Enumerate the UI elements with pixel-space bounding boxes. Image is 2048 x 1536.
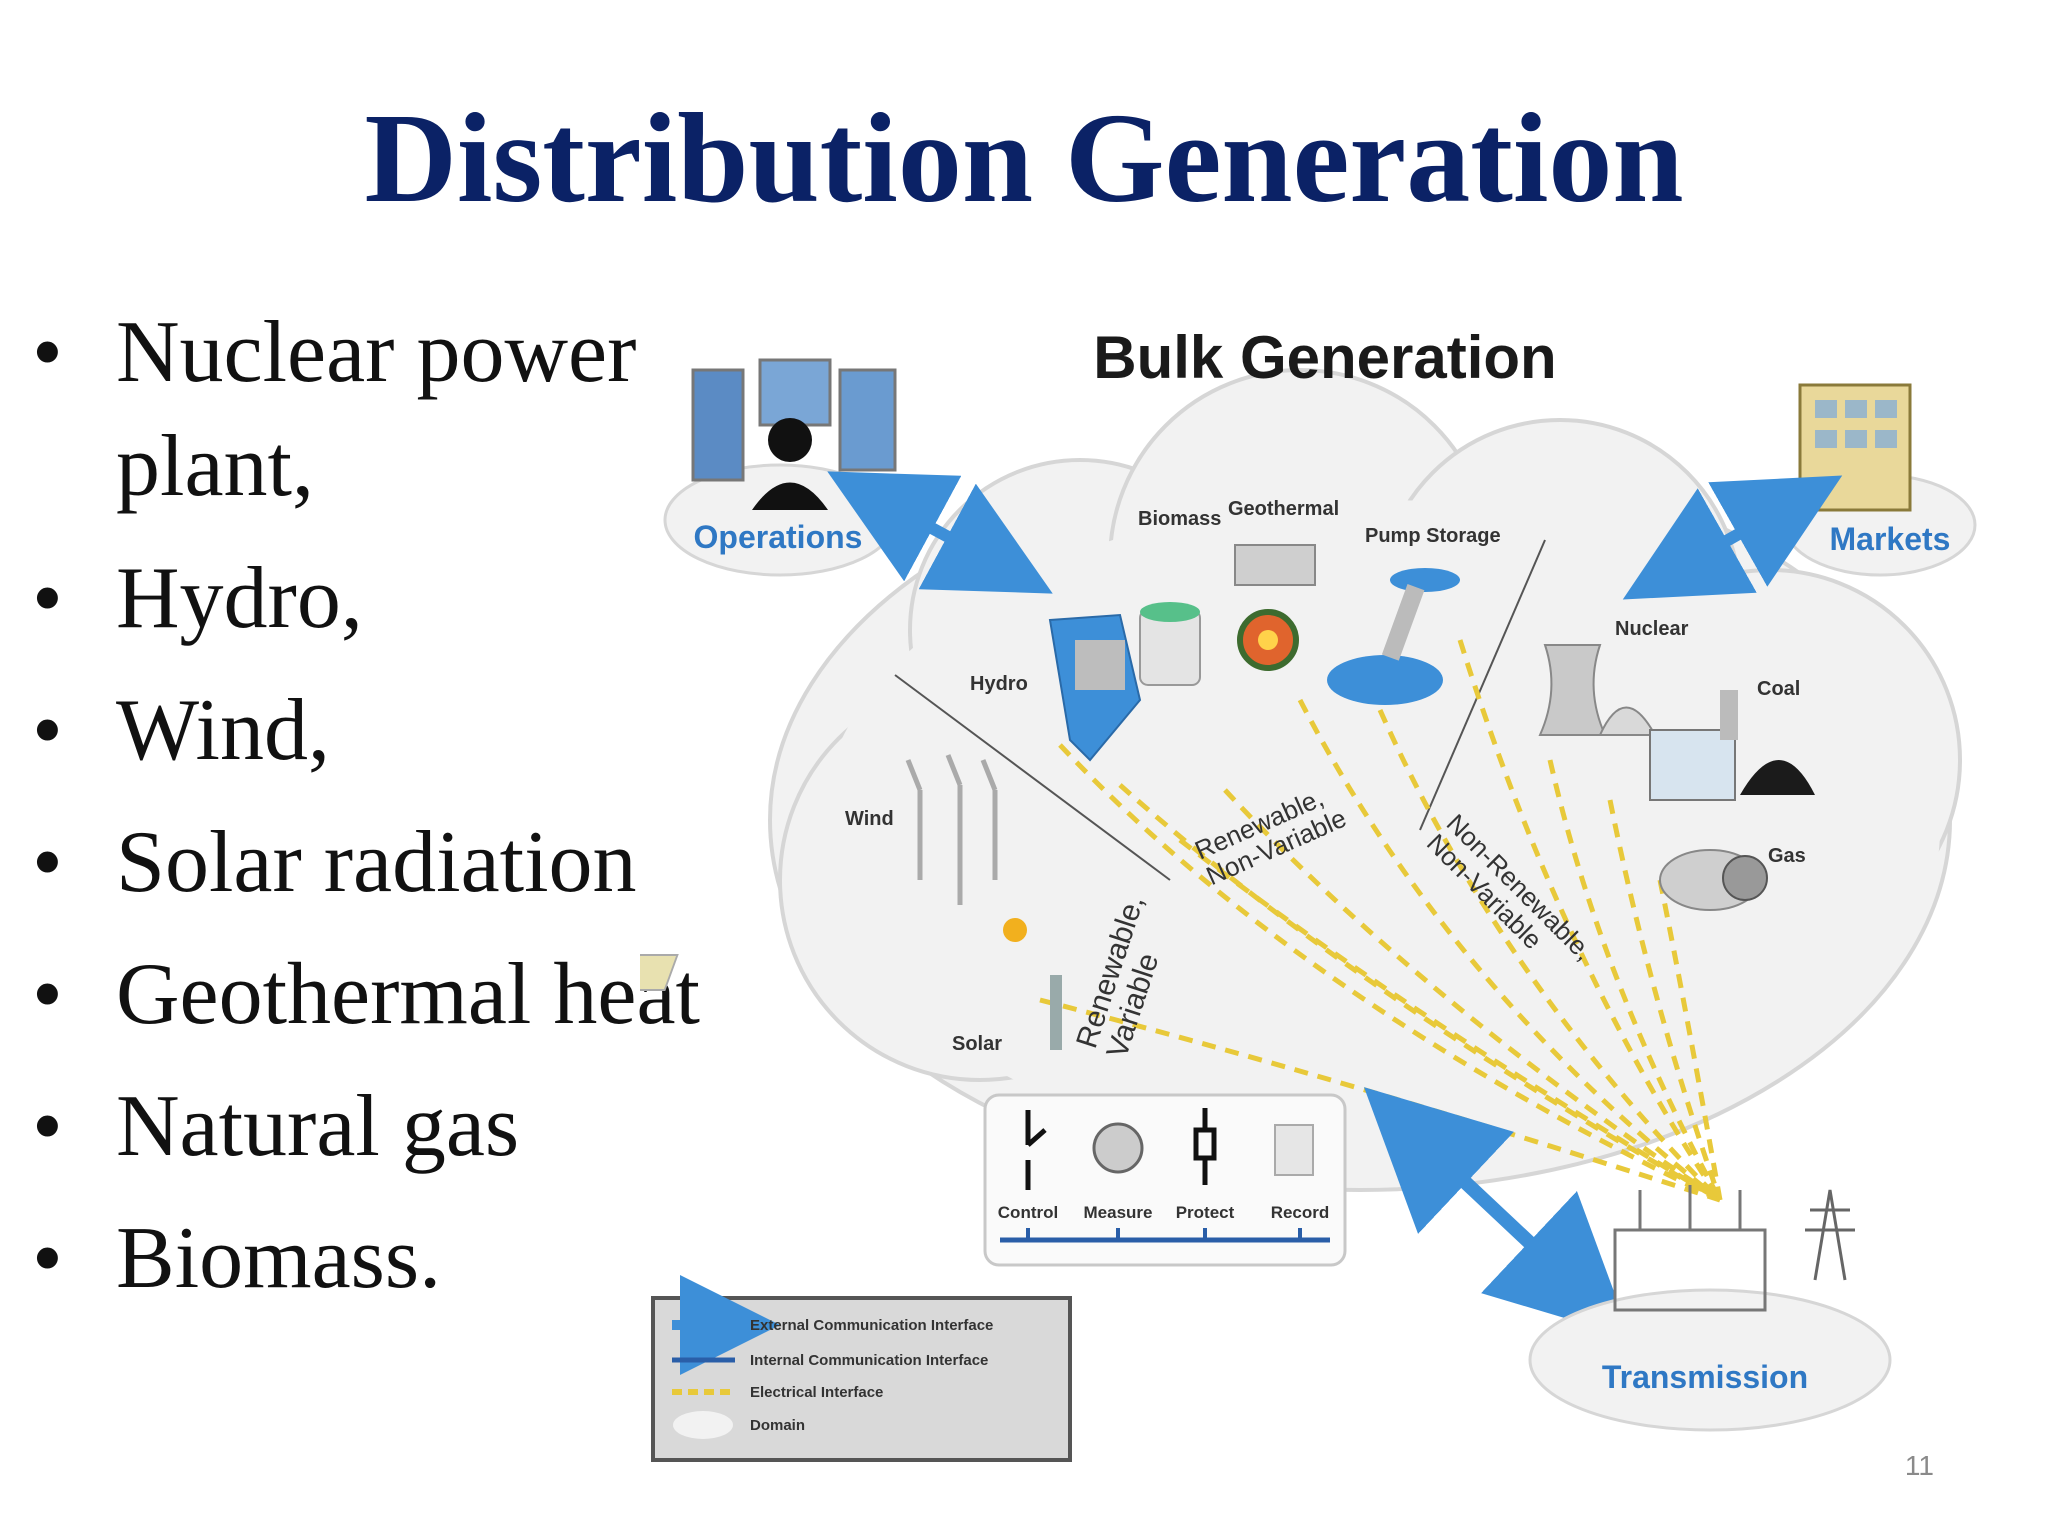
legend: External Communication Interface Interna…	[651, 1275, 1072, 1462]
bulk-generation-heading: Bulk Generation	[1093, 324, 1556, 391]
operations-label: Operations	[694, 519, 863, 555]
coal-pile-icon	[1740, 760, 1815, 795]
transmission-domain: Transmission	[1528, 1185, 1892, 1432]
monitor-icon	[691, 368, 745, 482]
wind-source: Wind	[845, 754, 998, 905]
pump-storage-source: Pump Storage	[1327, 525, 1501, 705]
legend-domain-swatch	[673, 1411, 733, 1439]
legend-internal-label: Internal Communication Interface	[750, 1352, 988, 1369]
sun-icon	[1003, 918, 1027, 942]
transmission-tower-icon	[1805, 1189, 1855, 1281]
protect-label: Protect	[1176, 1203, 1235, 1222]
bullet-item: Nuclear power plant,	[32, 296, 752, 524]
operator-icon	[768, 418, 812, 462]
record-icon	[1274, 1124, 1314, 1176]
measure-icon	[1092, 1122, 1144, 1174]
hydro-label: Hydro	[970, 673, 1028, 695]
coal-label: Coal	[1757, 678, 1800, 700]
bullet-item: Solar radiation	[32, 806, 752, 920]
bullet-item: Natural gas	[32, 1070, 752, 1184]
transmission-arrow	[1363, 1087, 1632, 1338]
biomass-label: Biomass	[1138, 508, 1221, 530]
reservoir-icon	[1327, 655, 1443, 705]
nuclear-source: Nuclear	[1538, 618, 1689, 736]
operations-domain: Operations	[663, 358, 897, 577]
control-label: Control	[998, 1203, 1058, 1222]
substation-icon	[1613, 1185, 1767, 1312]
gas-label: Gas	[1768, 845, 1806, 867]
wind-label: Wind	[845, 808, 894, 830]
bullet-item: Wind,	[32, 674, 752, 788]
slide-title: Distribution Generation	[364, 87, 1684, 229]
bullet-list: Nuclear power plant, Hydro, Wind, Solar …	[32, 296, 752, 1316]
coal-plant-icon	[1649, 729, 1736, 801]
gas-source: Gas	[1659, 845, 1806, 911]
solar-label: Solar	[952, 1033, 1002, 1055]
record-label: Record	[1271, 1203, 1330, 1222]
markets-label: Markets	[1830, 521, 1951, 557]
bullet-item: Biomass.	[32, 1202, 752, 1316]
function-box: Control Measure Protect Record	[983, 1093, 1347, 1267]
pump-storage-label: Pump Storage	[1365, 525, 1501, 547]
markets-domain: Markets	[1783, 383, 1977, 577]
biomass-source: Biomass	[1138, 508, 1221, 686]
monitor-icon	[838, 368, 897, 472]
protect-icon	[1193, 1108, 1217, 1185]
geothermal-label: Geothermal	[1228, 498, 1339, 520]
page-number: 11	[1904, 1450, 1934, 1481]
operations-arrow	[827, 471, 1053, 594]
bullet-item: Geothermal heat	[32, 938, 752, 1052]
bullet-item: Hydro,	[32, 542, 752, 656]
monitor-icon	[758, 358, 832, 427]
solar-panel-icon	[640, 954, 679, 991]
hydro-source: Hydro	[970, 613, 1142, 762]
coal-source: Coal	[1649, 678, 1815, 801]
legend-domain-label: Domain	[750, 1417, 805, 1434]
wind-turbine-icon	[905, 754, 998, 905]
geothermal-source: Geothermal	[1228, 498, 1339, 671]
markets-arrow	[1622, 475, 1843, 600]
bulk-generation-diagram: Bulk Generation Operations Markets Bioma…	[640, 324, 1977, 1462]
control-icon	[1025, 1110, 1047, 1190]
measure-label: Measure	[1084, 1203, 1153, 1222]
legend-electrical-label: Electrical Interface	[750, 1384, 883, 1401]
solar-source: Solar	[640, 918, 1062, 1055]
transmission-label: Transmission	[1602, 1359, 1808, 1395]
nuclear-label: Nuclear	[1615, 618, 1689, 640]
legend-external-label: External Communication Interface	[750, 1317, 993, 1334]
geothermal-plant-icon	[1234, 544, 1316, 586]
